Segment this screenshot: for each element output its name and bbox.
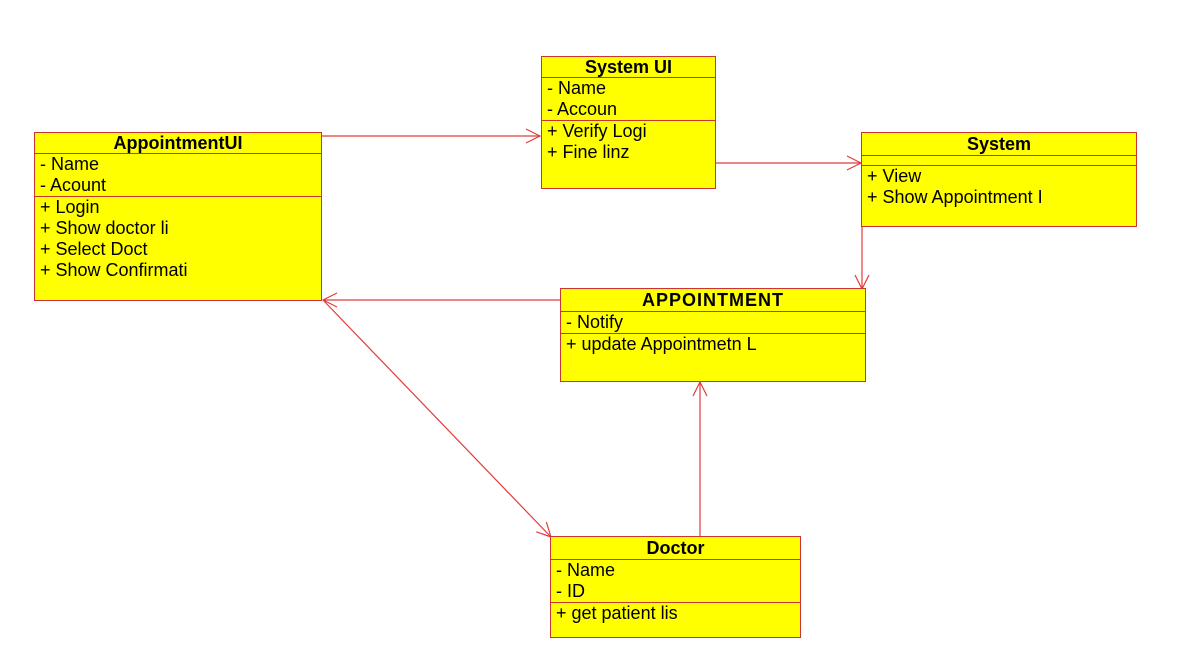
class-appointmentui[interactable]: AppointmentUI - Name - Acount + Login + … bbox=[34, 132, 322, 301]
attribute: - Name bbox=[40, 154, 100, 174]
class-appointment[interactable]: APPOINTMENT - Notify + update Appointmet… bbox=[560, 288, 866, 382]
operation-section: + Verify Logi + Fine linz bbox=[542, 121, 715, 163]
operation: + View bbox=[867, 166, 922, 186]
class-name: System UI bbox=[542, 57, 715, 78]
class-name: AppointmentUI bbox=[35, 133, 321, 154]
class-system[interactable]: System + View + Show Appointment I bbox=[861, 132, 1137, 227]
class-system-ui[interactable]: System UI - Name - Accoun + Verify Logi … bbox=[541, 56, 716, 189]
operation-section: + get patient lis bbox=[551, 603, 800, 624]
operation: + update Appointmetn L bbox=[566, 334, 757, 354]
class-name: Doctor bbox=[551, 537, 800, 560]
operation-section: + View + Show Appointment I bbox=[862, 166, 1136, 208]
attribute-section: - Notify bbox=[561, 312, 865, 334]
attribute-section: - Name - Accoun bbox=[542, 78, 715, 121]
attribute: - Acount bbox=[40, 175, 107, 195]
operation: + Login bbox=[40, 197, 100, 217]
attribute: - Accoun bbox=[547, 99, 618, 119]
attribute: - Name bbox=[556, 560, 616, 580]
attribute: - Notify bbox=[566, 312, 624, 332]
operation: + Select Doct bbox=[40, 239, 148, 259]
operation: + Show Appointment I bbox=[867, 187, 1043, 207]
operation: + Show doctor li bbox=[40, 218, 169, 238]
operation: + Fine linz bbox=[547, 142, 630, 162]
class-name: System bbox=[862, 133, 1136, 156]
operation-section: + Login + Show doctor li + Select Doct +… bbox=[35, 197, 321, 281]
attribute-section: - Name - ID bbox=[551, 560, 800, 603]
operation: + get patient lis bbox=[556, 603, 678, 623]
attribute-section: - Name - Acount bbox=[35, 154, 321, 197]
operation: + Verify Logi bbox=[547, 121, 647, 141]
class-name: APPOINTMENT bbox=[561, 289, 865, 312]
class-doctor[interactable]: Doctor - Name - ID + get patient lis bbox=[550, 536, 801, 638]
link-appointmentui-to-doctor[interactable] bbox=[322, 299, 551, 537]
operation: + Show Confirmati bbox=[40, 260, 188, 280]
attribute-section bbox=[862, 156, 1136, 166]
attribute: - Name bbox=[547, 78, 607, 98]
operation-section: + update Appointmetn L bbox=[561, 334, 865, 355]
attribute: - ID bbox=[556, 581, 585, 601]
